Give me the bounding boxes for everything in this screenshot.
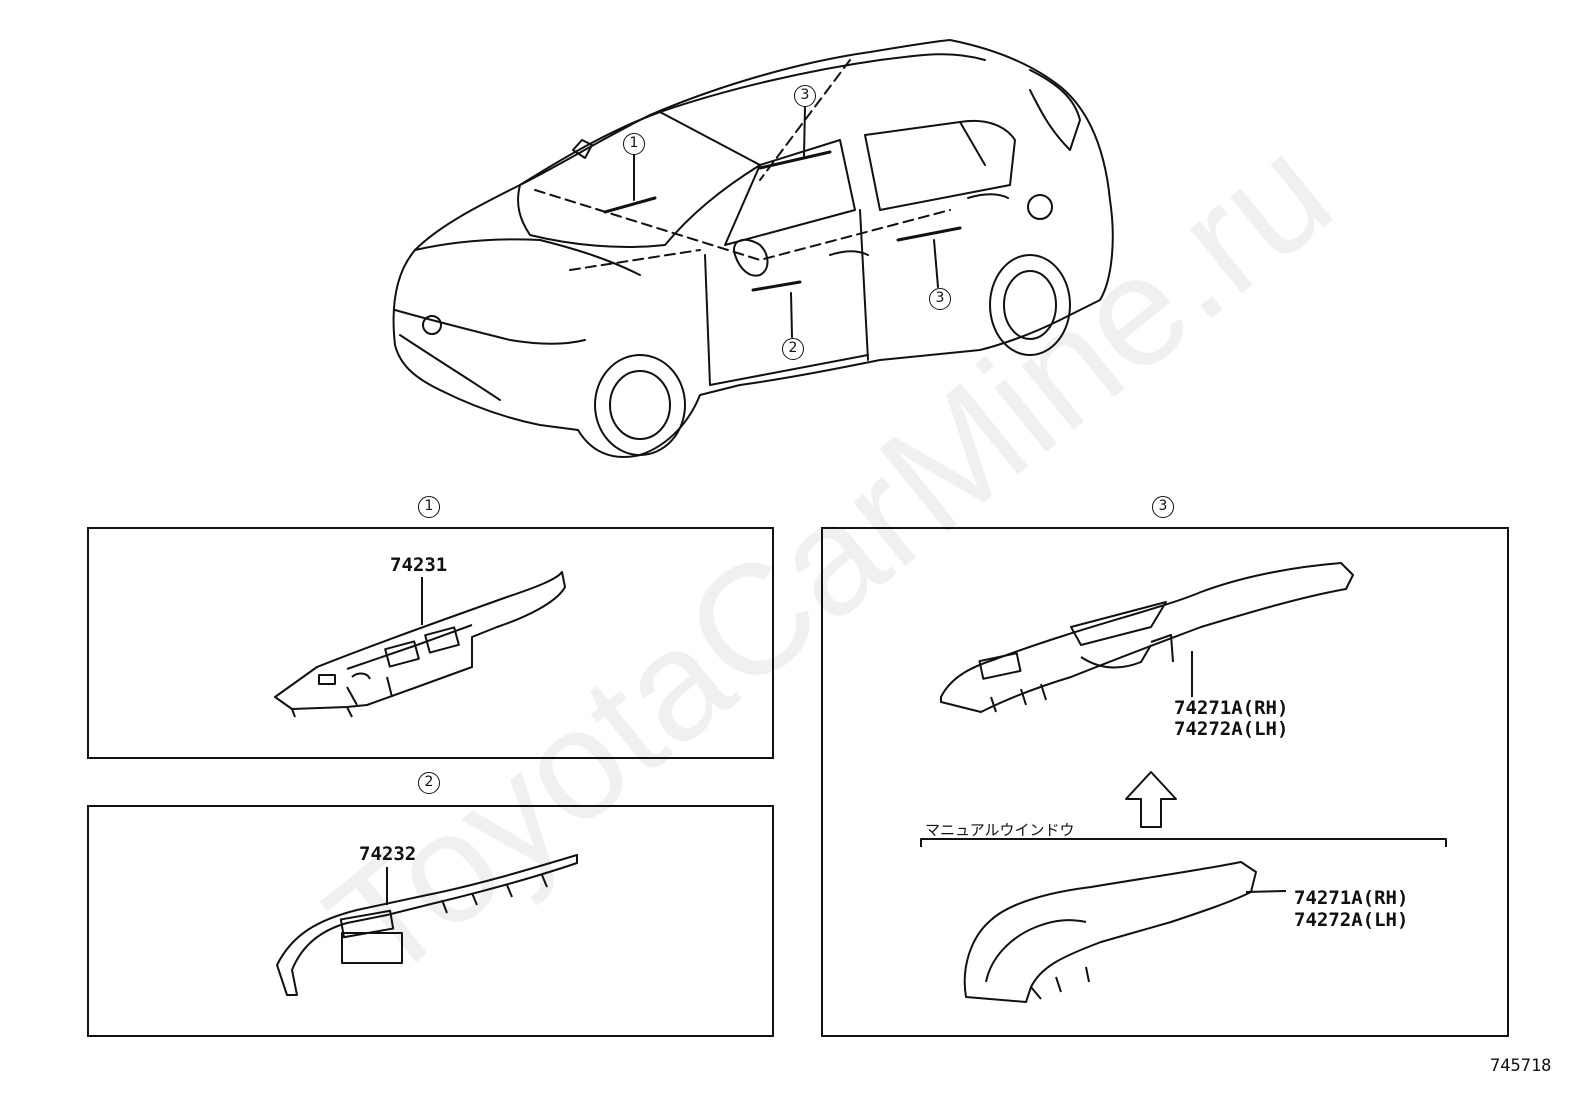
callout-3-panel: 3 xyxy=(1152,496,1174,518)
part-number-74272a-lh-lower: 74272A(LH) xyxy=(1294,909,1409,931)
part-number-74231: 74231 xyxy=(390,554,448,576)
callout-3-car-side: 3 xyxy=(929,288,951,310)
callout-2-panel: 2 xyxy=(418,772,440,794)
diagram-reference-number: 745718 xyxy=(1490,1056,1552,1076)
part-74271a-power-drawing xyxy=(920,562,1447,1003)
panel-1 xyxy=(87,527,774,759)
part-number-74271a-rh-lower: 74271A(RH) xyxy=(1294,887,1409,909)
section-label-manual-window: マニュアルウインドウ xyxy=(925,821,1075,839)
panel-3 xyxy=(821,527,1509,1037)
callout-1-panel: 1 xyxy=(418,496,440,518)
callout-2-car: 2 xyxy=(782,338,804,360)
callout-1-car: 1 xyxy=(623,133,645,155)
part-number-74271a-rh-upper: 74271A(RH) xyxy=(1174,697,1289,719)
part-number-74272a-lh-upper: 74272A(LH) xyxy=(1174,718,1289,740)
callout-3-car-top: 3 xyxy=(794,85,816,107)
panel-2 xyxy=(87,805,774,1037)
part-74231-drawing xyxy=(274,571,566,718)
part-number-74232: 74232 xyxy=(359,843,417,865)
car-illustration xyxy=(392,39,1114,458)
part-74232-drawing xyxy=(276,854,578,996)
